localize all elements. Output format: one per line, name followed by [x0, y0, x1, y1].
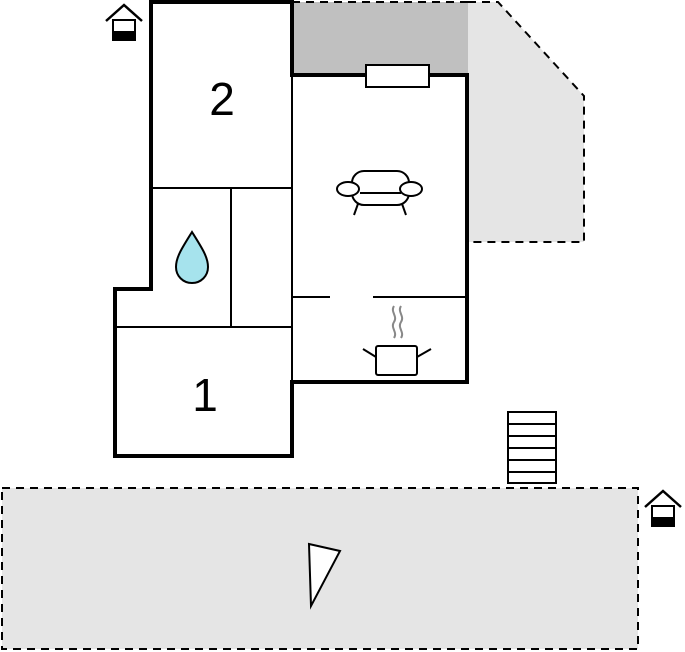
stairs-icon	[507, 411, 557, 484]
sail-icon	[307, 542, 342, 610]
covered-terrace	[292, 2, 468, 75]
interior-walls	[115, 2, 467, 382]
room-number-2: 2	[209, 73, 235, 125]
sofa-icon	[336, 170, 423, 216]
terrace-right	[468, 0, 585, 243]
water-drop-icon	[174, 230, 210, 285]
room-number-1: 1	[192, 369, 218, 421]
fireplace-icon	[365, 64, 430, 88]
house-entrance-icon	[644, 489, 682, 527]
house-entrance-icon	[105, 3, 143, 41]
cooking-pot-icon	[362, 305, 432, 376]
